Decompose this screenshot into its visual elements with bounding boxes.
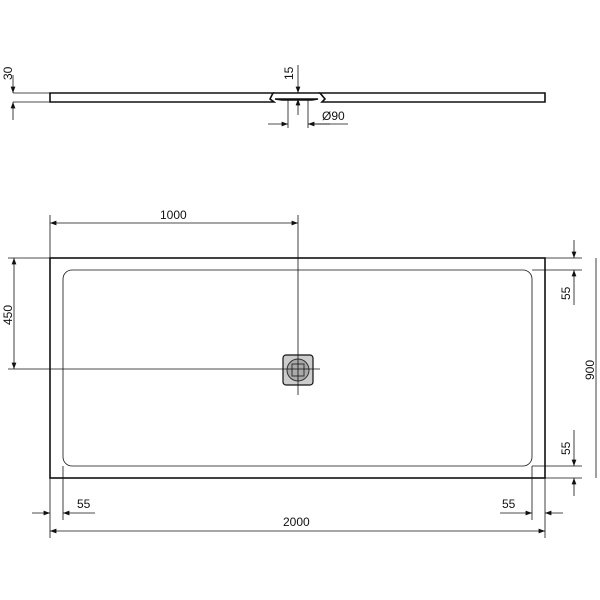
rim-top-label: 55 bbox=[559, 286, 573, 300]
rim-left-label: 55 bbox=[77, 497, 91, 511]
rim-bottom-label: 55 bbox=[559, 441, 573, 455]
length-dimension-label: 2000 bbox=[283, 515, 310, 529]
tray-outline bbox=[49, 257, 546, 479]
drain-offset-y-label: 450 bbox=[1, 305, 15, 325]
drain-diameter-label: Ø90 bbox=[322, 109, 345, 123]
drain-profile bbox=[273, 92, 320, 101]
drain-offset-x-label: 1000 bbox=[160, 208, 187, 222]
width-dimension-label: 900 bbox=[583, 360, 597, 380]
plan-view: 1000 450 55 55 900 55 55 2000 bbox=[1, 208, 597, 538]
tray-profile bbox=[49, 92, 546, 103]
height-dimension-label: 30 bbox=[1, 66, 15, 80]
drain-depth-label: 15 bbox=[282, 66, 296, 80]
side-view: 30 15 Ø90 bbox=[1, 65, 546, 128]
rim-right-label: 55 bbox=[502, 497, 516, 511]
tray-basin bbox=[62, 269, 533, 467]
